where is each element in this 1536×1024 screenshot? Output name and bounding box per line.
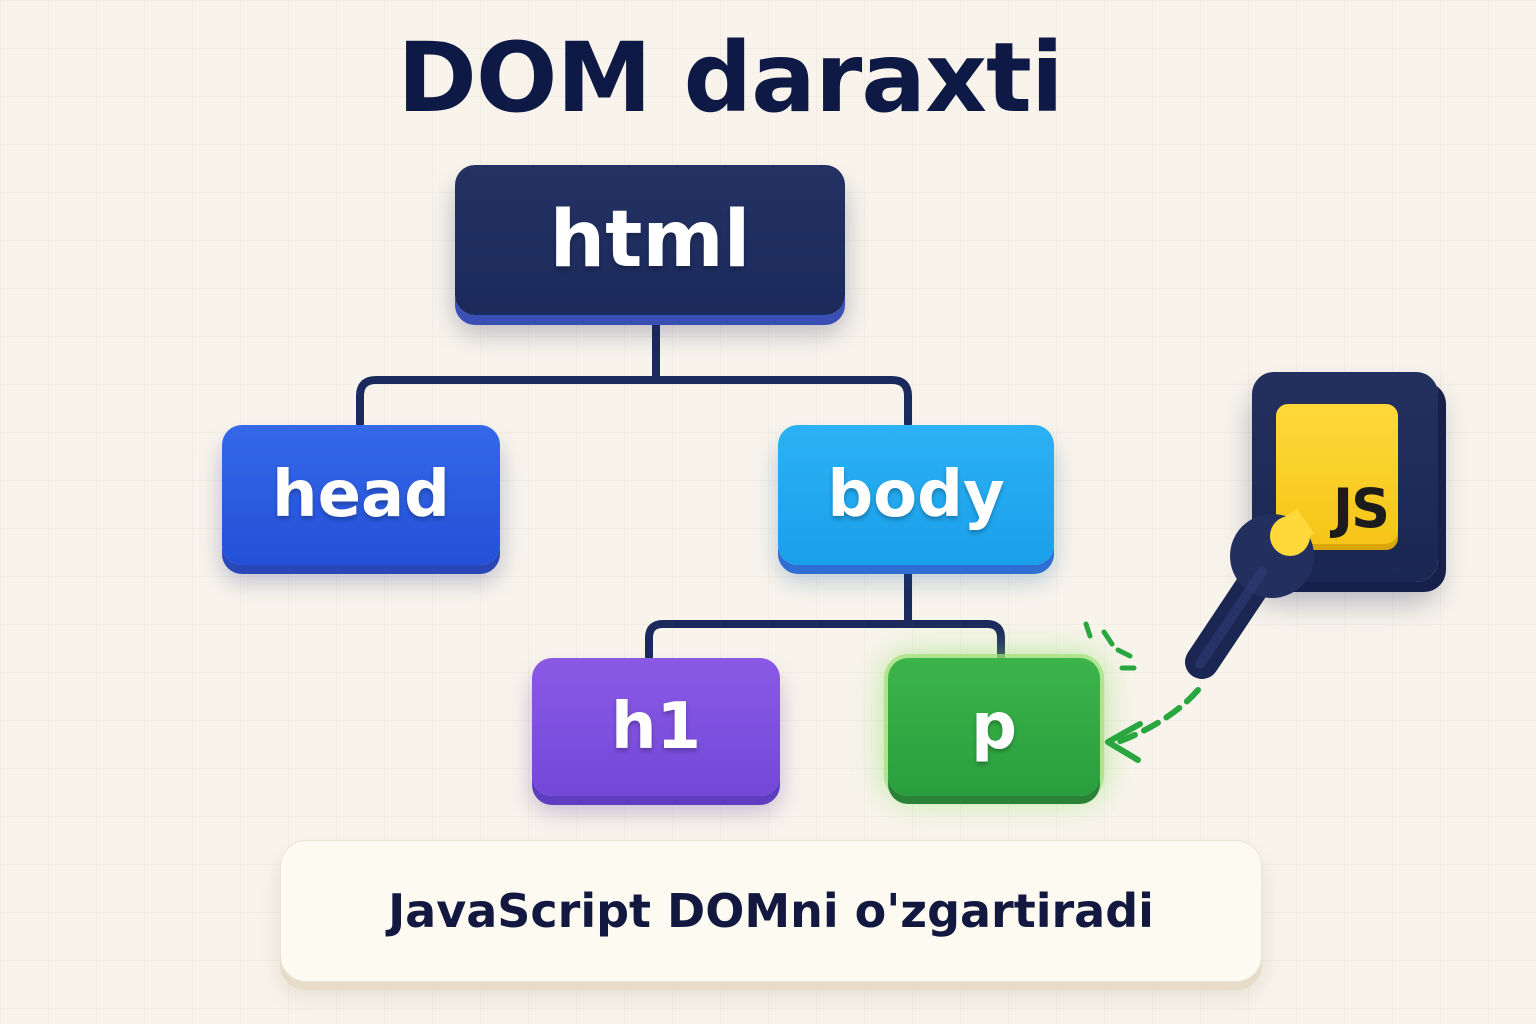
node-html: html (455, 165, 845, 315)
connector-html-children (356, 312, 912, 428)
node-p: p (888, 658, 1100, 796)
wrench-icon (1185, 508, 1315, 679)
connector-body-children (645, 562, 1005, 661)
sparkle-icon (1083, 621, 1137, 671)
node-head: head (222, 425, 500, 565)
node-h1: h1 (532, 658, 780, 796)
node-body: body (778, 425, 1054, 565)
page-title: DOM daraxti (397, 22, 1064, 134)
dashed-arrow-icon (1105, 687, 1201, 763)
js-badge-label: JS (1333, 477, 1390, 540)
caption-box: JavaScript DOMni o'zgartiradi (280, 840, 1262, 982)
caption-text: JavaScript DOMni o'zgartiradi (388, 884, 1154, 938)
